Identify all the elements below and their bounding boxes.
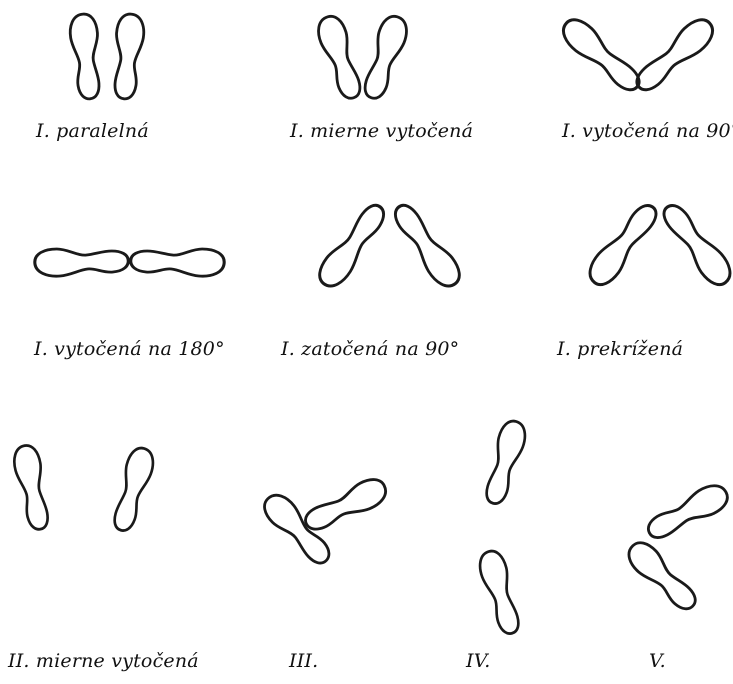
footprints-i-paralelna	[69, 13, 145, 100]
left-footprint-icon	[258, 489, 337, 569]
caption-i-prekrizena: I. prekrížená	[557, 338, 683, 360]
footprints-iii	[258, 474, 390, 569]
caption-v: V.	[649, 650, 666, 672]
left-footprint-icon	[583, 198, 662, 290]
caption-i-paralelna: I. paralelná	[36, 120, 149, 142]
left-footprint-icon	[314, 13, 365, 102]
left-footprint-icon	[482, 418, 529, 507]
right-footprint-icon	[112, 13, 145, 100]
left-footprint-icon	[11, 443, 51, 531]
right-footprint-icon	[110, 445, 157, 534]
footprints-iv	[476, 418, 529, 637]
right-footprint-icon	[476, 548, 523, 637]
left-footprint-icon	[35, 249, 129, 276]
left-footprint-icon	[557, 13, 645, 98]
right-footprint-icon	[360, 13, 411, 102]
right-footprint-icon	[301, 474, 391, 538]
left-footprint-icon	[313, 200, 392, 292]
footprints-i-vytocena-90	[557, 13, 719, 98]
footprints-i-vytocena-180	[35, 249, 224, 276]
left-footprint-icon	[642, 480, 732, 544]
caption-ii-mierne-vytocena: II. mierne vytočená	[8, 650, 199, 672]
right-footprint-icon	[623, 537, 702, 617]
footprints-i-mierne-vytocena	[314, 13, 411, 102]
left-footprint-icon	[69, 13, 102, 100]
footprints-ii-mierne-vytocena	[11, 443, 156, 534]
footprints-i-prekrizena	[583, 198, 733, 290]
right-footprint-icon	[631, 13, 719, 98]
caption-iv: IV.	[466, 650, 491, 672]
caption-i-mierne-vytocena: I. mierne vytočená	[290, 120, 473, 142]
right-footprint-icon	[131, 249, 225, 276]
caption-iii: III.	[289, 650, 318, 672]
right-footprint-icon	[387, 200, 466, 292]
footprints-i-zatocena-90	[313, 200, 465, 292]
caption-i-zatocena-90: I. zatočená na 90°	[281, 338, 459, 360]
right-footprint-icon	[658, 198, 733, 290]
caption-i-vytocena-90: I. vytočená na 90°	[562, 120, 733, 142]
footprints-v	[623, 480, 732, 617]
caption-i-vytocena-180: I. vytočená na 180°	[34, 338, 225, 360]
